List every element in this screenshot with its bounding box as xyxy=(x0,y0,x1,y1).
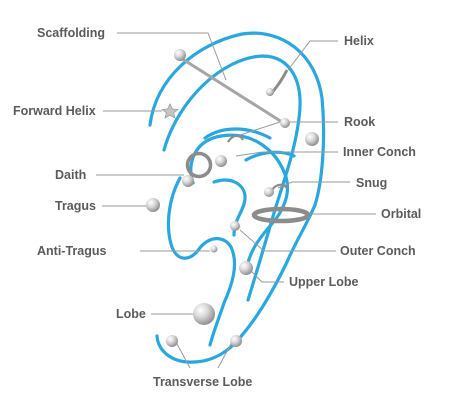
transverse-lobe-ball-left xyxy=(166,335,178,347)
tragus-ball xyxy=(146,198,160,212)
ear-outline xyxy=(148,31,326,364)
ear-concha xyxy=(212,178,247,237)
label-rook: Rook xyxy=(344,115,375,129)
label-helix: Helix xyxy=(344,34,374,48)
label-tragus: Tragus xyxy=(55,199,96,213)
ear-lobe xyxy=(197,237,237,347)
ear-antihelix-upper xyxy=(203,127,272,140)
helix-ball xyxy=(266,88,274,96)
daith-ring xyxy=(185,151,213,179)
label-daith: Daith xyxy=(55,168,86,182)
ear-antihelix xyxy=(189,133,290,274)
orbital-ring xyxy=(251,206,311,224)
leader-lines xyxy=(96,32,376,369)
leader-helix xyxy=(287,40,338,71)
label-snug: Snug xyxy=(356,176,387,190)
scaffolding-ball-top xyxy=(174,49,186,61)
label-transverse-lobe: Transverse Lobe xyxy=(153,375,252,389)
rook-curved-bar xyxy=(227,134,244,143)
leader-transverse-left xyxy=(175,341,191,369)
label-upper-lobe: Upper Lobe xyxy=(289,275,358,289)
snug-ball xyxy=(264,187,274,197)
leader-scaffolding xyxy=(117,32,227,81)
outer-conch-ball xyxy=(230,221,240,231)
jewelry xyxy=(146,49,319,347)
ear-helix-rim xyxy=(148,31,326,364)
label-anti-tragus: Anti-Tragus xyxy=(37,244,106,258)
upper-lobe-ball xyxy=(239,261,253,275)
rook-ball xyxy=(305,132,319,146)
label-lobe: Lobe xyxy=(116,307,146,321)
labels: Scaffolding Helix Forward Helix Rook Inn… xyxy=(13,26,421,389)
leader-inner-conch xyxy=(235,151,338,157)
scaffolding-barbell xyxy=(182,58,284,124)
label-orbital: Orbital xyxy=(381,207,421,221)
inner-conch-ball xyxy=(215,155,227,167)
label-scaffolding: Scaffolding xyxy=(37,26,105,40)
leader-upper-lobe xyxy=(249,269,284,283)
snug-curved-bar xyxy=(271,183,288,191)
daith-ball xyxy=(182,175,194,187)
transverse-lobe-ball-right xyxy=(230,335,242,347)
leader-transverse-right xyxy=(217,341,233,369)
anti-tragus-ball xyxy=(210,245,218,253)
ear-tragus xyxy=(166,176,201,260)
label-outer-conch: Outer Conch xyxy=(340,244,416,258)
forward-helix-star-icon xyxy=(161,103,179,119)
lobe-ball xyxy=(193,303,215,325)
label-inner-conch: Inner Conch xyxy=(343,145,416,159)
label-forward-helix: Forward Helix xyxy=(13,104,96,118)
leader-outer-conch xyxy=(239,229,336,252)
scaffolding-ball-bottom xyxy=(280,118,290,128)
